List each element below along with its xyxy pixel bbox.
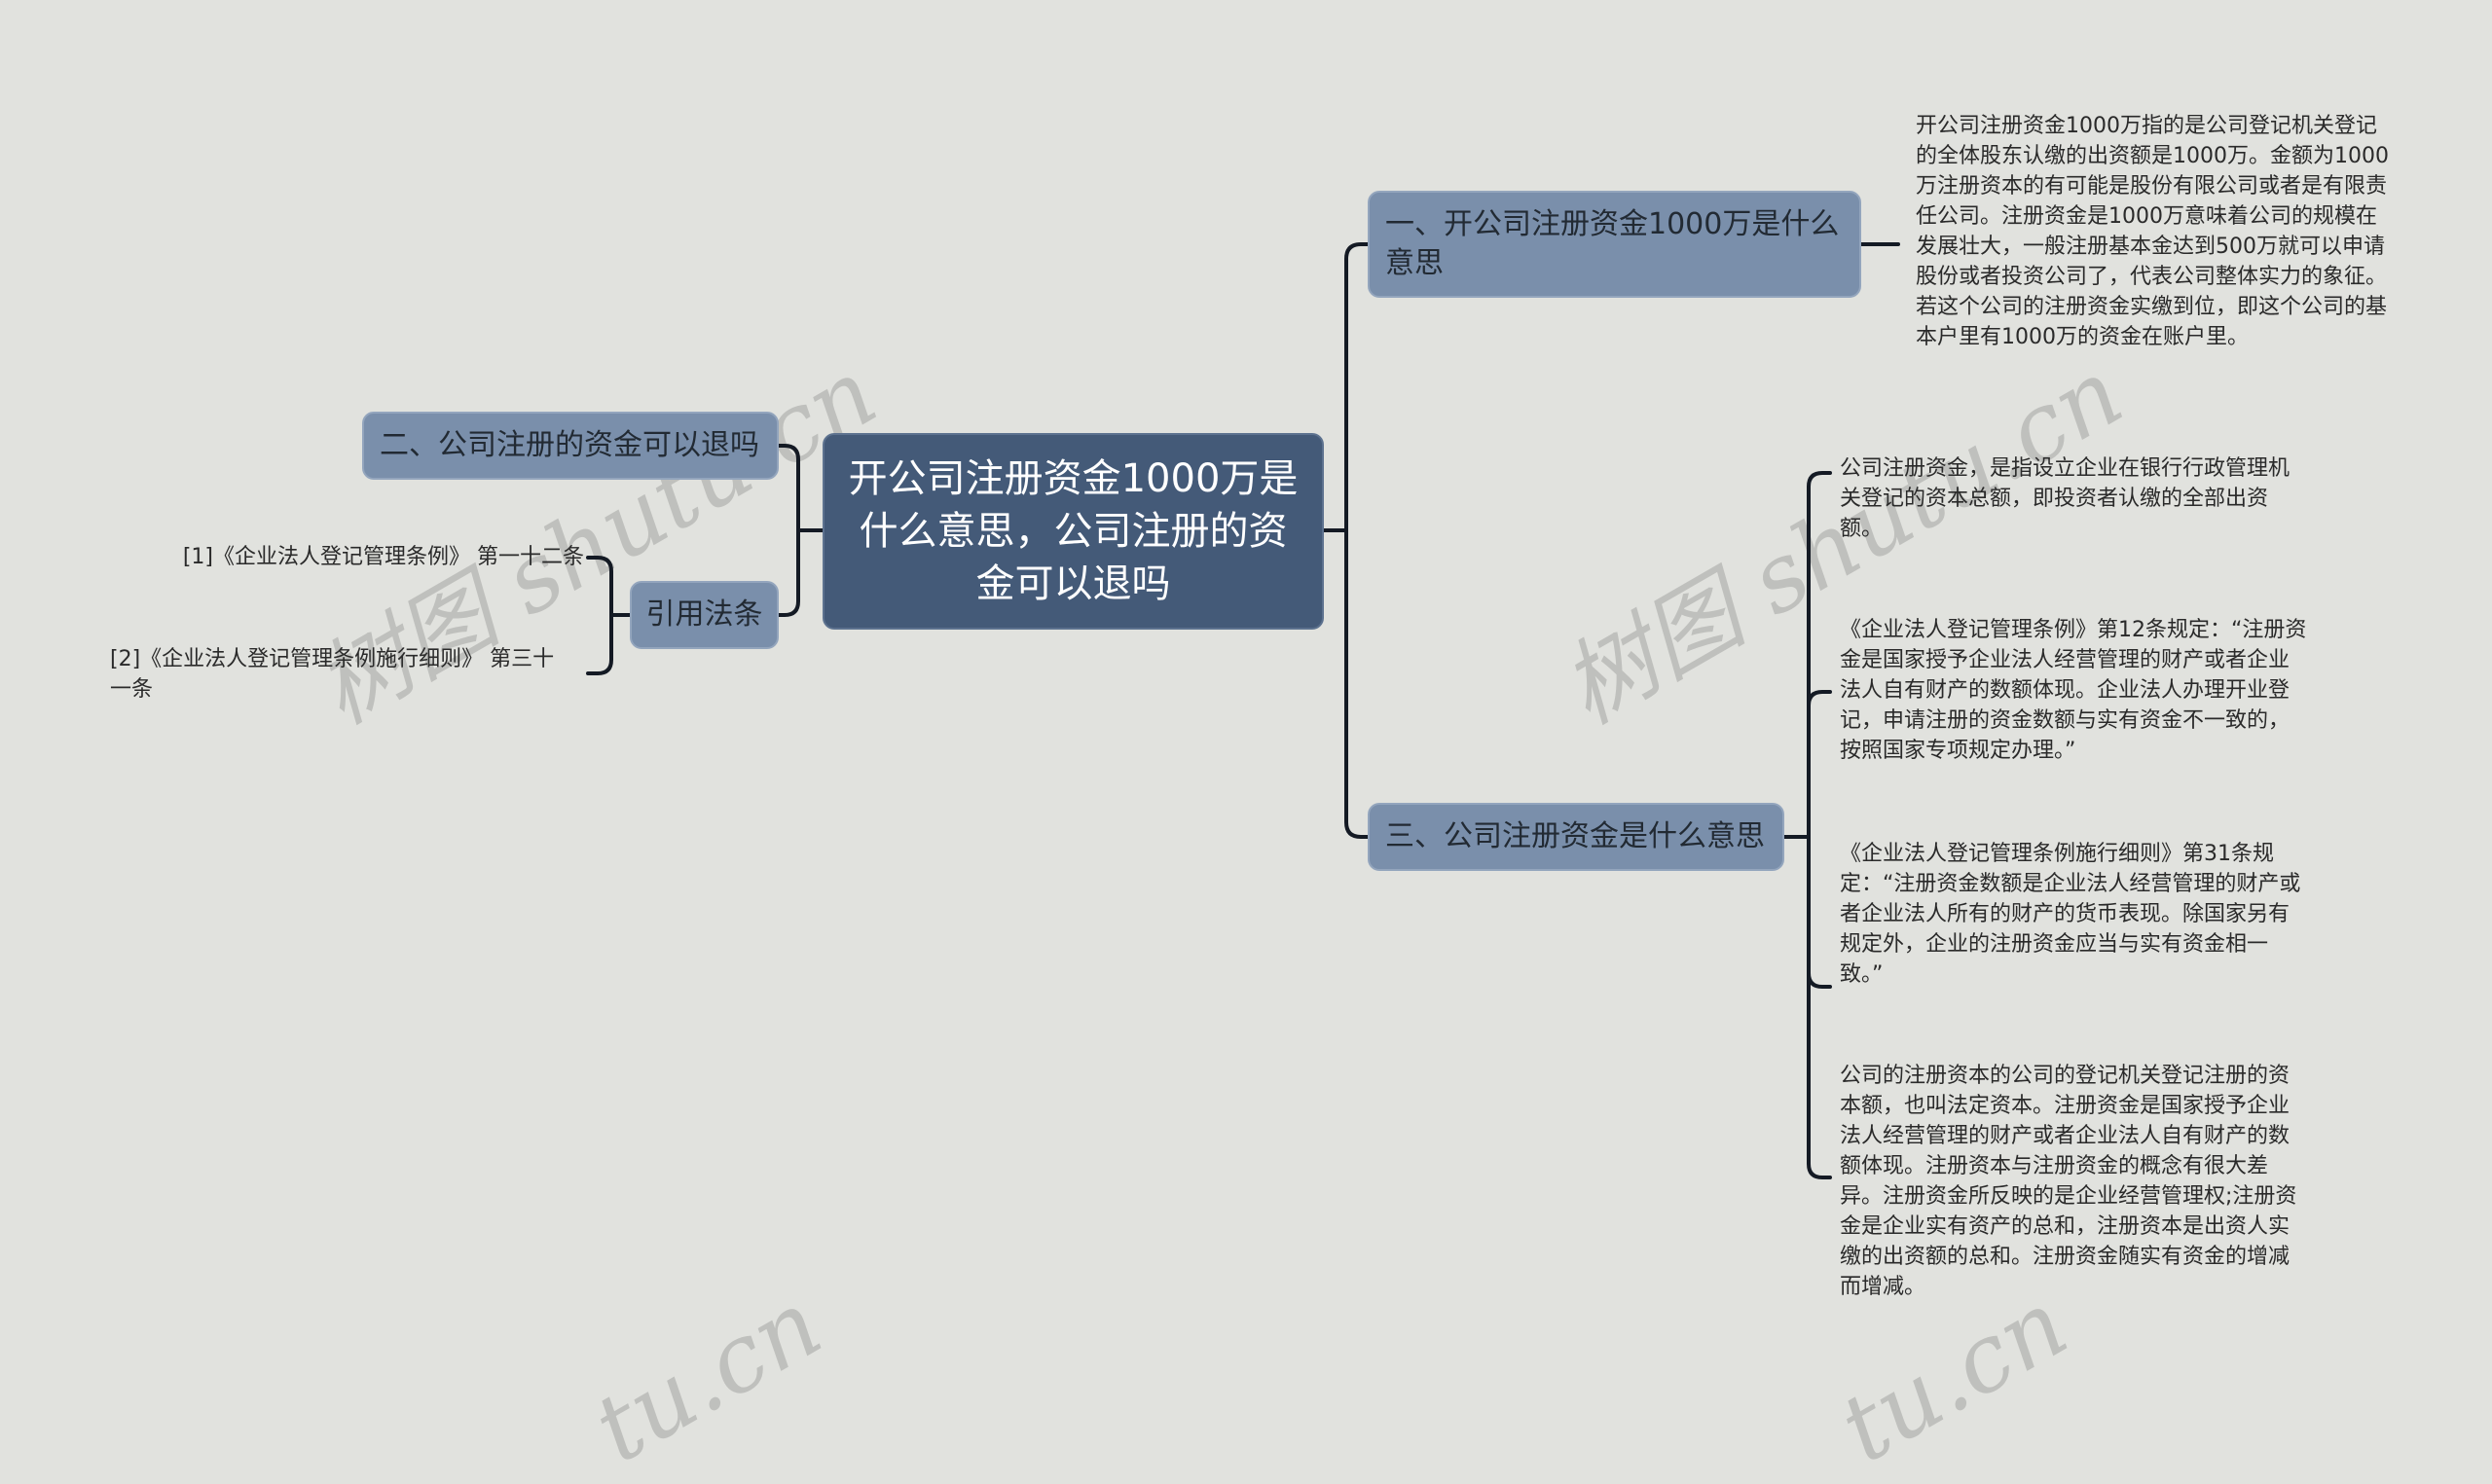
reference-item: [1]《企业法人登记管理条例》 第一十二条 bbox=[182, 545, 584, 569]
branch-node-refs[interactable]: 引用法条 bbox=[630, 581, 779, 649]
root-label: 开公司注册资金1000万是什么意思，公司注册的资金可以退吗 bbox=[848, 456, 1299, 606]
branch-label: 二、公司注册的资金可以退吗 bbox=[380, 428, 759, 462]
branch-label: 引用法条 bbox=[645, 597, 763, 632]
leaf-text: 《企业法人登记管理条例》第12条规定：“注册资金是国家授予企业法人经营管理的财产… bbox=[1840, 618, 2307, 763]
branch-node-three[interactable]: 三、公司注册资金是什么意思 bbox=[1368, 803, 1784, 871]
mindmap-canvas: 树图 shutu.cn 树图 shutu.cn tu.cn tu.cn 开公司注… bbox=[110, 114, 2389, 1483]
branch-label: 三、公司注册资金是什么意思 bbox=[1385, 819, 1765, 853]
branch-node-one[interactable]: 一、开公司注册资金1000万是什么意思 bbox=[1368, 191, 1861, 298]
leaf-text: 开公司注册资金1000万指的是公司登记机关登记的全体股东认缴的出资额是1000万… bbox=[1916, 114, 2389, 349]
leaf-text: 公司注册资金，是指设立企业在银行行政管理机关登记的资本总额，即投资者认缴的全部出… bbox=[1840, 456, 2290, 541]
leaf-text: 《企业法人登记管理条例施行细则》第31条规定：“注册资金数额是企业法人经营管理的… bbox=[1840, 842, 2301, 987]
branch-node-two[interactable]: 二、公司注册的资金可以退吗 bbox=[362, 412, 779, 480]
branch-label: 一、开公司注册资金1000万是什么意思 bbox=[1385, 207, 1840, 280]
reference-item: [2]《企业法人登记管理条例施行细则》 第三十一条 bbox=[110, 647, 555, 702]
root-node[interactable]: 开公司注册资金1000万是什么意思，公司注册的资金可以退吗 bbox=[823, 433, 1324, 630]
leaf-text: 公司的注册资本的公司的登记机关登记注册的资本额，也叫法定资本。注册资金是国家授予… bbox=[1840, 1064, 2297, 1299]
connector-lines bbox=[586, 242, 1900, 1179]
